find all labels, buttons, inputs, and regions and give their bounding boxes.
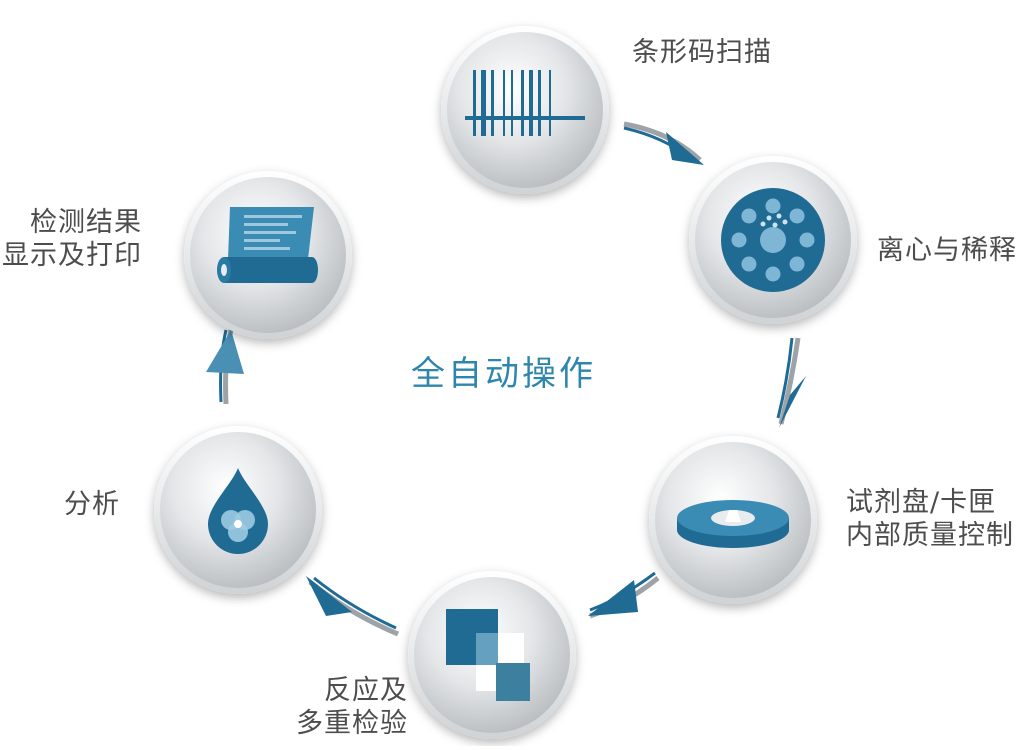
printer-paper-icon [217, 207, 318, 283]
label-line: 离心与稀释 [877, 235, 1017, 266]
droplet-icon [208, 468, 268, 555]
connector-arrows [206, 121, 806, 637]
label-line: 反应及 [324, 675, 408, 706]
step-label-result-print: 检测结果 显示及打印 [2, 206, 142, 272]
overlapping-cards-icon [446, 609, 530, 701]
step-label-centrifuge: 离心与稀释 [877, 234, 1017, 267]
label-line: 试剂盘/卡匣 [846, 487, 997, 518]
step-centrifuge-disc [689, 156, 857, 324]
label-line: 显示及打印 [2, 240, 142, 271]
step-reagent-disc-disc [649, 436, 817, 604]
centrifuge-rotor-icon [721, 188, 825, 292]
step-result-print-disc [184, 171, 352, 339]
label-line: 内部质量控制 [846, 520, 1014, 551]
label-line: 多重检验 [296, 708, 408, 739]
step-barcode-disc [441, 26, 609, 194]
barcode-icon [465, 70, 585, 136]
reagent-disc-icon [677, 500, 789, 548]
step-label-reaction: 反应及 多重检验 [296, 674, 408, 740]
label-line: 条形码扫描 [632, 37, 772, 68]
step-label-barcode: 条形码扫描 [632, 36, 772, 69]
center-title: 全自动操作 [411, 354, 596, 394]
label-line: 分析 [64, 489, 120, 520]
step-reaction-disc [408, 571, 576, 739]
label-line: 检测结果 [30, 207, 142, 238]
step-analysis-disc [154, 426, 322, 594]
step-label-analysis: 分析 [64, 488, 120, 521]
step-label-reagent-qc: 试剂盘/卡匣 内部质量控制 [846, 486, 1014, 552]
